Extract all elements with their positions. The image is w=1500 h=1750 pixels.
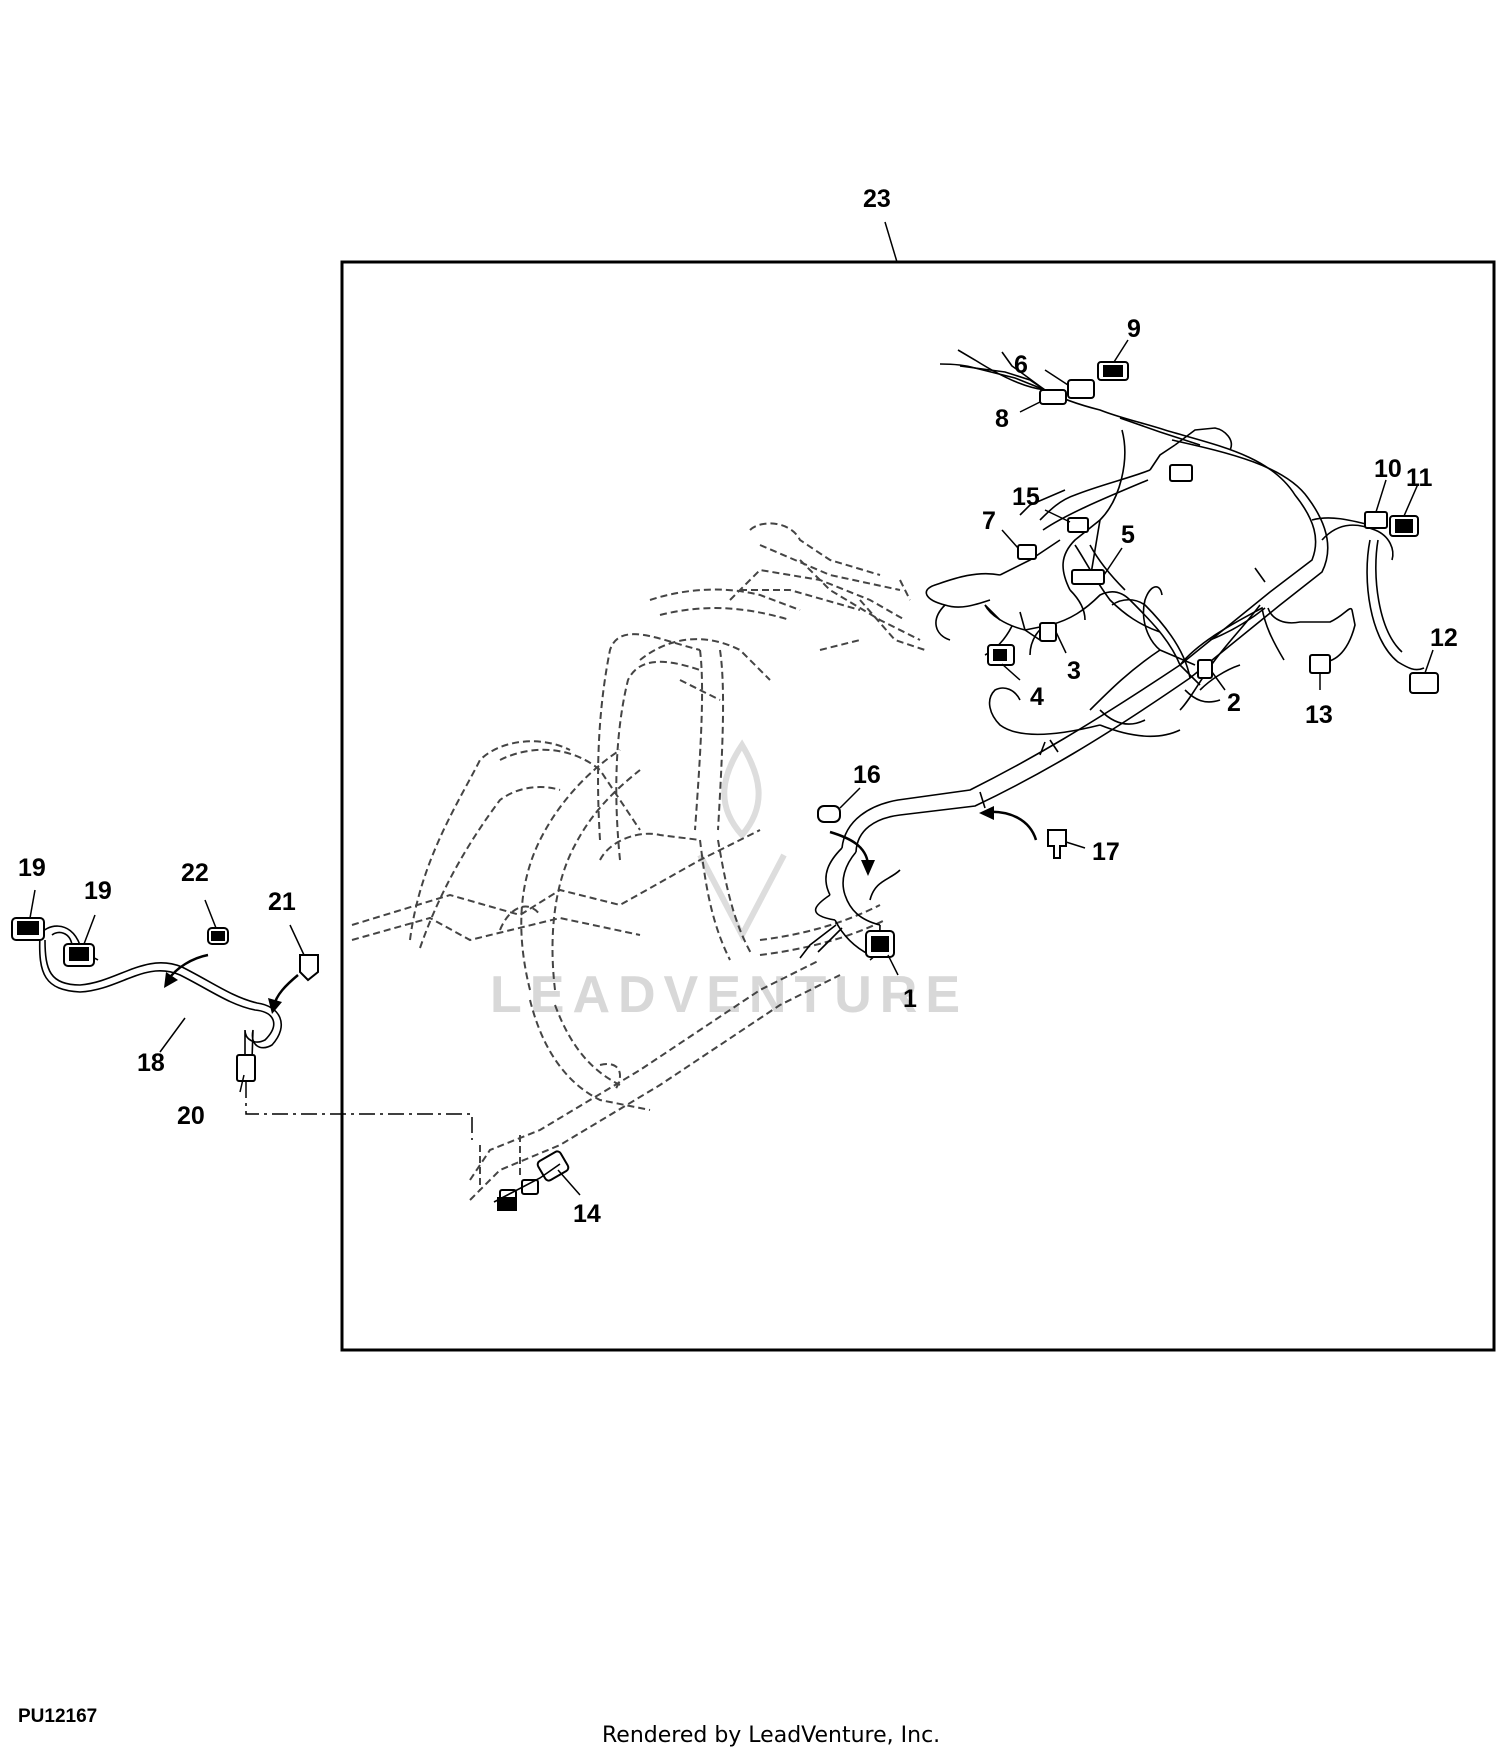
- callout-14: 14: [573, 1200, 601, 1228]
- connector-1: [865, 930, 895, 958]
- connection-line-20-14: [245, 1082, 473, 1140]
- connector-10: [1364, 511, 1388, 529]
- watermark-text: LEADVENTURE: [490, 966, 968, 1024]
- main-harness-connectors: [497, 361, 1439, 1211]
- callout-8: 8: [995, 405, 1009, 433]
- callout-labels: 1 2 3 4 5 6 7 8 9 10 11 12 13 14 15 16 1…: [18, 185, 1458, 1228]
- callout-1: 1: [903, 985, 917, 1013]
- clip-17: [1047, 829, 1067, 859]
- wire-14: [493, 1163, 561, 1203]
- watermark-logo: [697, 739, 787, 942]
- callout-19-right: 19: [84, 877, 112, 905]
- connector-4: [987, 644, 1015, 666]
- connector-6: [1067, 379, 1095, 399]
- callout-13: 13: [1305, 701, 1333, 729]
- connector-5: [1071, 569, 1105, 585]
- connector-15-end: [1169, 464, 1193, 482]
- callout-2: 2: [1227, 689, 1241, 717]
- callout-15: 15: [1012, 483, 1040, 511]
- render-credit: Rendered by LeadVenture, Inc.: [602, 1723, 941, 1748]
- connector-19-left: [11, 917, 45, 941]
- callout-22: 22: [181, 859, 209, 887]
- connector-9: [1097, 361, 1129, 381]
- connector-3: [1039, 622, 1057, 642]
- callout-16: 16: [853, 761, 881, 789]
- callout-6: 6: [1014, 351, 1028, 379]
- connector-2: [1197, 659, 1213, 679]
- callout-17: 17: [1092, 838, 1120, 866]
- connector-14: [497, 1150, 570, 1211]
- callout-21: 21: [268, 888, 296, 916]
- callout-3: 3: [1067, 657, 1081, 685]
- callout-7: 7: [982, 507, 996, 535]
- clip-21: [299, 954, 319, 982]
- callout-11: 11: [1406, 464, 1433, 492]
- connector-13: [1309, 654, 1331, 674]
- clip-16: [817, 805, 841, 823]
- connector-20: [236, 1054, 256, 1082]
- figure-id: PU12167: [18, 1706, 98, 1727]
- callout-23: 23: [863, 185, 891, 213]
- leader-23: [884, 221, 898, 263]
- callout-12: 12: [1430, 624, 1458, 652]
- connector-15: [1067, 517, 1089, 533]
- connector-8: [1039, 389, 1067, 405]
- leader-lines: [29, 339, 1434, 1196]
- assembly-frame: [340, 260, 1496, 1352]
- clip-22: [207, 927, 229, 945]
- connector-7: [1017, 544, 1037, 560]
- connector-11: [1389, 515, 1419, 537]
- connector-19-right: [63, 943, 95, 967]
- callout-18: 18: [137, 1049, 165, 1077]
- callout-19-left: 19: [18, 854, 46, 882]
- sub-harness-18-connectors: [11, 917, 319, 1082]
- main-harness: [799, 349, 1425, 961]
- callout-9: 9: [1127, 315, 1141, 343]
- connector-12: [1409, 672, 1439, 694]
- callout-5: 5: [1121, 521, 1135, 549]
- callout-20: 20: [177, 1102, 205, 1130]
- install-arrowheads: [164, 806, 994, 1014]
- callout-10: 10: [1374, 455, 1402, 483]
- machine-frame-outline: [351, 522, 926, 1201]
- callout-4: 4: [1030, 683, 1044, 711]
